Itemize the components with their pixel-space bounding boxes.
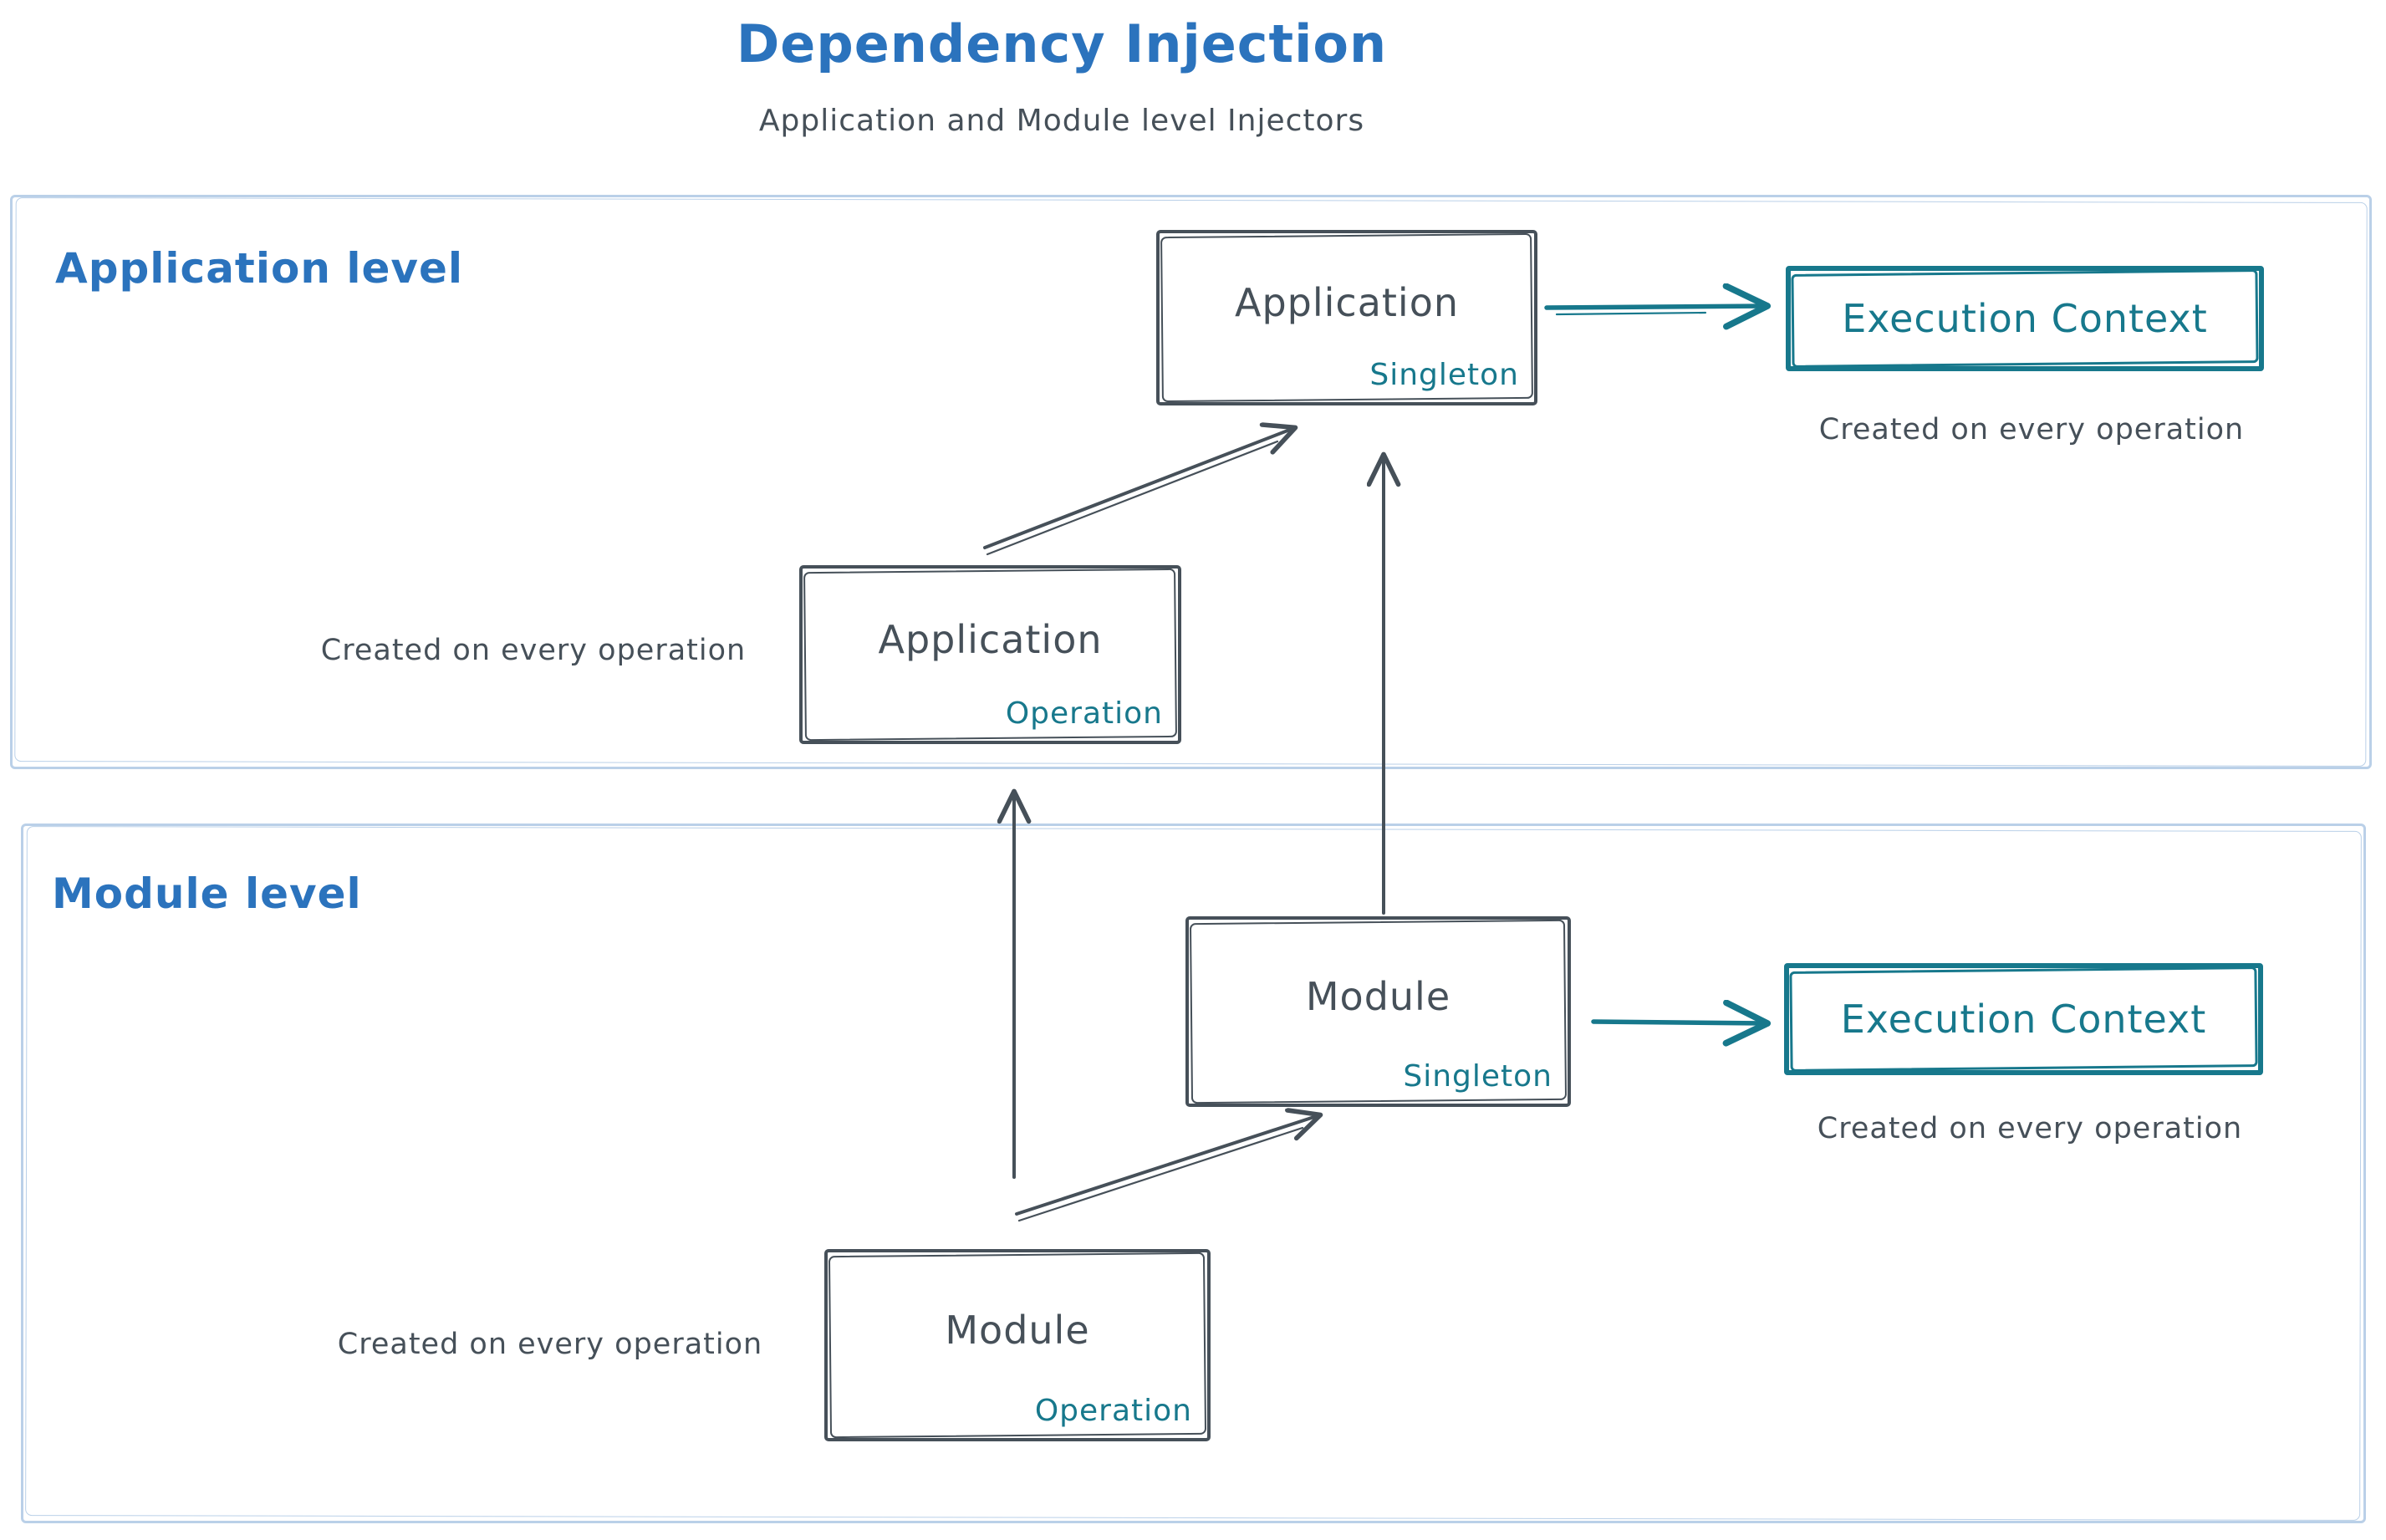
application-level-container xyxy=(10,195,2372,769)
diagram-subtitle: Application and Module level Injectors xyxy=(758,104,1365,138)
module-execution-context-box: Execution Context xyxy=(1784,963,2263,1075)
application-execution-context-label: Execution Context xyxy=(1842,296,2208,341)
application-operation-caption: Created on every operation xyxy=(320,634,747,667)
module-singleton-box: Module Singleton xyxy=(1185,916,1571,1107)
application-singleton-title: Application xyxy=(1234,280,1460,325)
module-operation-scope: Operation xyxy=(1034,1394,1192,1428)
application-singleton-scope: Singleton xyxy=(1369,358,1519,392)
application-execution-caption: Created on every operation xyxy=(1818,413,2245,446)
application-singleton-box: Application Singleton xyxy=(1156,230,1537,405)
diagram-title: Dependency Injection xyxy=(736,13,1388,74)
application-level-label: Application level xyxy=(55,244,464,293)
application-operation-box: Application Operation xyxy=(799,565,1181,744)
module-operation-box: Module Operation xyxy=(824,1249,1211,1441)
module-operation-title: Module xyxy=(945,1308,1090,1353)
module-execution-caption: Created on every operation xyxy=(1817,1112,2243,1145)
application-operation-scope: Operation xyxy=(1005,696,1163,731)
module-level-container xyxy=(21,824,2366,1523)
application-execution-context-box: Execution Context xyxy=(1786,266,2264,371)
application-operation-title: Application xyxy=(878,617,1103,662)
module-singleton-title: Module xyxy=(1305,974,1451,1019)
module-execution-context-label: Execution Context xyxy=(1840,997,2207,1042)
module-singleton-scope: Singleton xyxy=(1403,1059,1552,1094)
module-operation-caption: Created on every operation xyxy=(337,1328,763,1361)
module-level-label: Module level xyxy=(52,869,362,918)
